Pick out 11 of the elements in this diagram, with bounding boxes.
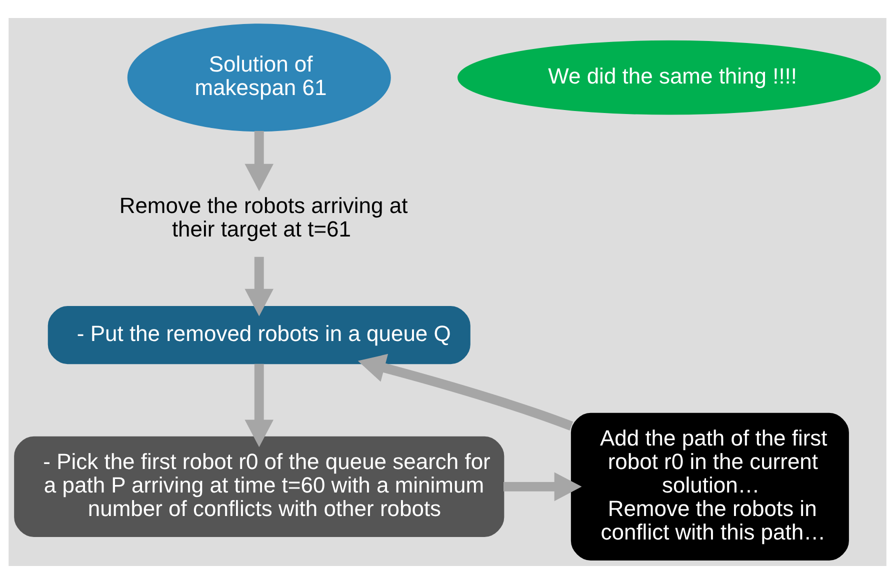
- arrow: [358, 353, 574, 430]
- node-box: - Put the removed robots in a queue Q: [48, 306, 470, 364]
- arrow: [244, 130, 274, 191]
- node-text: Remove the robots arriving at their target at t=61: [119, 192, 408, 241]
- node-box: Add the path of the first robot r0 in the current solution… Remove the robots in conflict with this path…: [570, 412, 849, 560]
- arrow: [244, 363, 274, 447]
- arrow: [244, 256, 274, 316]
- node-ellipse: We did the same thing !!!!: [458, 40, 881, 114]
- node-box: - Pick the first robot r0 of the queue search for a path P arriving at time t=60 with a minimum number of conflicts with other robots: [14, 436, 504, 536]
- arrow: [503, 472, 582, 501]
- node-ellipse: Solution of makespan 61: [127, 23, 391, 132]
